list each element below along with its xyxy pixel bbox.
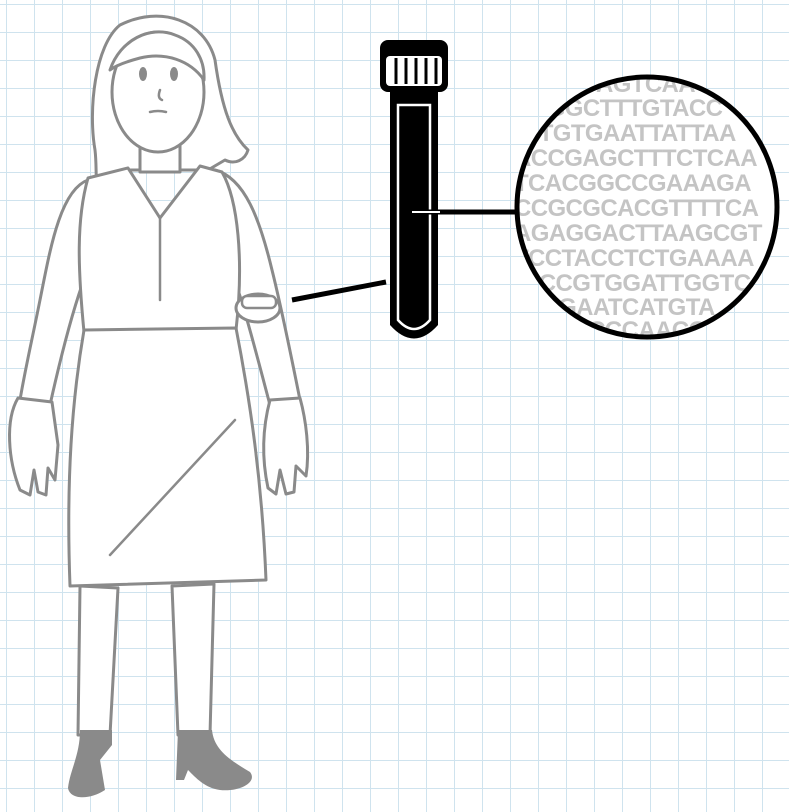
left-shoe: [68, 730, 112, 797]
sequence-line: CATAGTCAA: [552, 71, 695, 98]
person-figure: [10, 16, 308, 797]
right-hand: [264, 398, 308, 494]
sequence-line: ACCGAGCTTTCTCAA: [514, 145, 757, 172]
left-hand: [10, 398, 58, 495]
sequence-line: AGAGGACTTAAGCGT: [514, 220, 763, 247]
blood-draw-bandage: [236, 294, 280, 322]
sequence-line: CTGTGAATTATTAA: [522, 120, 736, 147]
connector-arm-to-tube: [292, 282, 386, 300]
mouth: [150, 111, 166, 112]
sequence-line: CCGCGCACGTTTTCA: [514, 195, 759, 222]
magnifier-circle: CATAGTCAA CGGCTTTGTACC CTGTGAATTATTAA AC…: [514, 71, 777, 344]
sequence-line: TCACGGCCGAAAGA: [514, 170, 751, 197]
sequence-line: CCCGTGGATTGGTC: [522, 270, 751, 297]
sequence-line: TCCTACCTCTGAAAA: [514, 245, 754, 272]
left-leg: [78, 586, 118, 735]
right-shoe: [176, 730, 252, 790]
skirt: [69, 328, 266, 586]
left-eye-icon: [139, 67, 147, 81]
test-tube-icon: [380, 40, 448, 339]
right-leg: [172, 584, 214, 735]
right-eye-icon: [170, 67, 178, 81]
